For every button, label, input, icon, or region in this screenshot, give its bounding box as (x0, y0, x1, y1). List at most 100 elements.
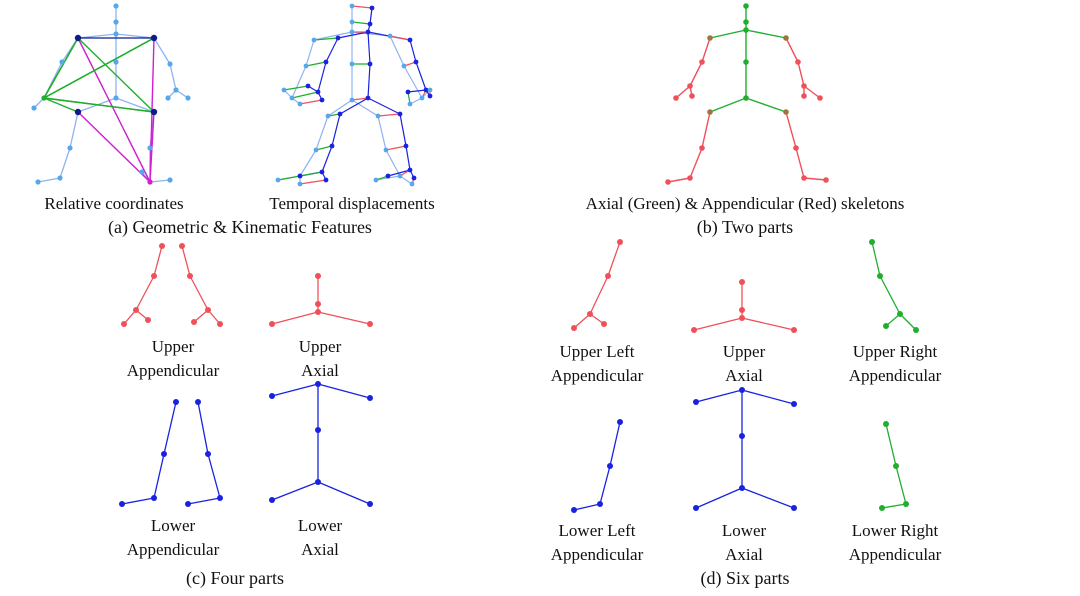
joint (407, 101, 413, 107)
upper-right-appendicular-label: Upper Right Appendicular (824, 340, 966, 388)
joint (349, 61, 355, 67)
joint (315, 381, 321, 387)
lower-axial-bone (271, 383, 319, 397)
joint (743, 19, 749, 25)
bone (149, 179, 171, 183)
bone-pose-2 (331, 113, 341, 147)
lower-axial-bone (741, 389, 795, 405)
upper-appendicular-bone (153, 245, 163, 277)
joint (605, 273, 611, 279)
bone-pose-1 (315, 115, 329, 151)
upper-appendicular-line2: Appendicular (126, 361, 220, 380)
joint (739, 307, 745, 313)
joint (269, 497, 275, 503)
d-lower-axial-line2: Axial (725, 545, 763, 564)
joint (349, 3, 355, 9)
d-upper-axial-line1: Upper (722, 342, 766, 361)
joint (607, 463, 613, 469)
joint (791, 505, 797, 511)
upper-right-line1: Upper Right (852, 342, 938, 361)
bone-pose-2 (399, 113, 407, 147)
joint (297, 173, 303, 179)
upper-axial-bone (271, 311, 319, 325)
displacement-link (389, 35, 411, 41)
lower-axial-bone (741, 487, 795, 509)
lower-axial-label: Lower Axial (270, 514, 370, 562)
bone-pose-2 (317, 61, 327, 93)
joint (195, 399, 201, 405)
joint (319, 97, 325, 103)
joint (783, 35, 789, 41)
joint (67, 145, 73, 151)
joint (367, 395, 373, 401)
bone-pose-1 (389, 35, 405, 67)
lower-right-bone (881, 503, 907, 509)
lower-left-appendicular-label: Lower Left Appendicular (526, 519, 668, 567)
joint (801, 83, 807, 89)
bone-pose-2 (409, 39, 417, 63)
joint (793, 145, 799, 151)
bone-pose-2 (405, 145, 411, 171)
lower-appendicular-bone (153, 453, 165, 499)
joint (801, 175, 807, 181)
axial-bone (745, 29, 787, 39)
displacement-link (351, 97, 369, 101)
bone (77, 33, 117, 39)
upper-right-bone (871, 241, 881, 277)
bone (115, 33, 155, 39)
joint (217, 495, 223, 501)
joint (151, 273, 157, 279)
lower-axial-line1: Lower (297, 516, 343, 535)
joint (315, 273, 321, 279)
lower-axial-bone (695, 389, 743, 403)
panel-a-caption: (a) Geometric & Kinematic Features (108, 217, 372, 237)
upper-appendicular-bone (181, 245, 191, 277)
joint (59, 59, 65, 65)
appendicular-bone (785, 37, 799, 63)
bone-pose-1 (291, 65, 307, 99)
bone-pose-2 (369, 7, 373, 25)
joint (367, 61, 373, 67)
joint (801, 93, 807, 99)
upper-axial-line2: Axial (301, 361, 339, 380)
relative-coordinate-link (43, 97, 79, 113)
joint (743, 59, 749, 65)
joint (367, 21, 373, 27)
appendicular-bone (803, 85, 821, 99)
joint (269, 321, 275, 327)
joint (119, 501, 125, 507)
joint (147, 145, 153, 151)
bone (153, 37, 171, 65)
joint (877, 273, 883, 279)
joint (411, 175, 417, 181)
joint (401, 63, 407, 69)
joint (323, 177, 329, 183)
d-lower-axial-line1: Lower (721, 521, 767, 540)
bone (59, 147, 71, 179)
upper-right-bone (879, 275, 901, 315)
joint (205, 307, 211, 313)
joint (427, 87, 433, 93)
joint (367, 321, 373, 327)
bone-pose-2 (367, 97, 401, 115)
joint (397, 173, 403, 179)
joint (113, 31, 119, 37)
joint (365, 29, 371, 35)
displacement-link (299, 171, 323, 177)
upper-left-bone (607, 241, 621, 277)
lower-left-line2: Appendicular (550, 545, 644, 564)
joint (367, 501, 373, 507)
joint (275, 177, 281, 183)
joint (817, 95, 823, 101)
bone-pose-1 (327, 99, 353, 117)
displacement-link (291, 91, 319, 99)
temporal-displacements-skeleton (275, 3, 433, 187)
relative-coordinate-link (77, 37, 151, 183)
lower-left-bone (609, 421, 621, 467)
joint (167, 177, 173, 183)
joint (313, 147, 319, 153)
bone-pose-1 (399, 175, 413, 185)
joint (349, 29, 355, 35)
appendicular-bone (785, 111, 797, 149)
displacement-link (385, 145, 407, 151)
